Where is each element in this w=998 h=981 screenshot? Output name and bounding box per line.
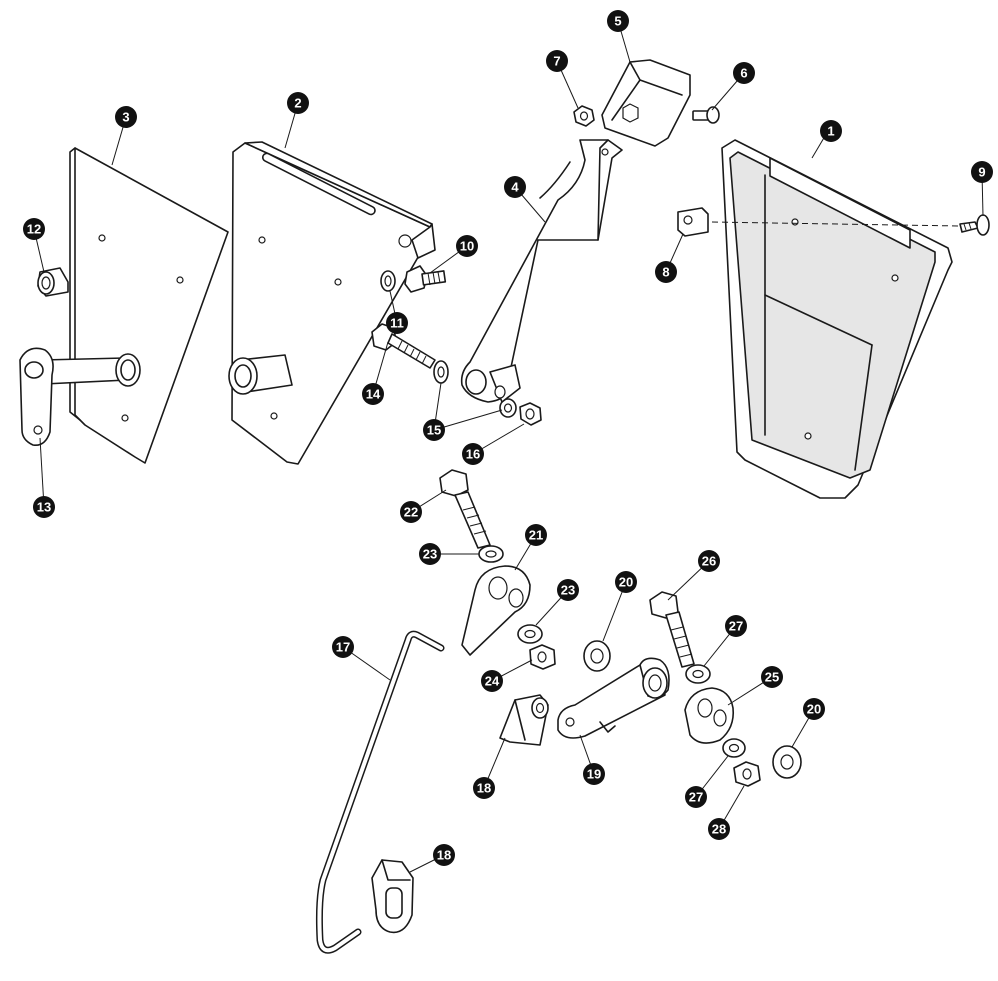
callout-6: 6 (733, 62, 755, 84)
part-13-lever-shaft (19, 347, 141, 447)
svg-text:2: 2 (294, 96, 301, 111)
part-12-sleeve (37, 267, 69, 297)
part-23-washers (478, 545, 543, 644)
callout-18-upper: 18 (473, 777, 495, 799)
part-25-clamp (684, 687, 735, 744)
svg-text:18: 18 (437, 848, 451, 863)
svg-text:20: 20 (619, 575, 633, 590)
part-19-lever-hub (557, 657, 670, 739)
svg-text:24: 24 (485, 674, 500, 689)
svg-text:27: 27 (729, 619, 743, 634)
part-5-knob (601, 59, 691, 147)
svg-text:3: 3 (122, 110, 129, 125)
part-27-washers (685, 664, 746, 758)
callout-2: 2 (287, 92, 309, 114)
callout-27-lower: 27 (685, 786, 707, 808)
svg-text:1: 1 (827, 124, 834, 139)
part-4-arm (460, 139, 623, 403)
callout-28: 28 (708, 818, 730, 840)
svg-text:8: 8 (662, 265, 669, 280)
svg-text:7: 7 (553, 54, 560, 69)
svg-text:11: 11 (390, 316, 404, 331)
callout-19: 19 (583, 763, 605, 785)
svg-text:14: 14 (366, 387, 381, 402)
callout-12: 12 (23, 218, 45, 240)
svg-text:19: 19 (587, 767, 601, 782)
callout-14: 14 (362, 383, 384, 405)
part-11-washer (380, 270, 396, 292)
callout-26: 26 (698, 550, 720, 572)
svg-text:16: 16 (466, 447, 480, 462)
svg-text:22: 22 (404, 505, 418, 520)
callout-13: 13 (33, 496, 55, 518)
callout-3: 3 (115, 106, 137, 128)
part-15-washers (433, 360, 517, 418)
svg-text:23: 23 (423, 547, 437, 562)
part-22-bolt (439, 469, 491, 549)
callout-9: 9 (971, 161, 993, 183)
callout-20-left: 20 (615, 571, 637, 593)
callout-23-right: 23 (557, 579, 579, 601)
callout-4: 4 (504, 176, 526, 198)
callout-8: 8 (655, 261, 677, 283)
part-20-washers (583, 640, 802, 779)
part-18-clip-upper (499, 694, 549, 746)
part-1-cover (721, 139, 953, 499)
part-9-screw (959, 214, 990, 236)
svg-text:26: 26 (702, 554, 716, 569)
callout-22: 22 (400, 501, 422, 523)
svg-text:17: 17 (336, 640, 350, 655)
svg-text:18: 18 (477, 781, 491, 796)
svg-text:27: 27 (689, 790, 703, 805)
callout-20-right: 20 (803, 698, 825, 720)
part-28-nut (733, 761, 761, 787)
svg-text:20: 20 (807, 702, 821, 717)
part-8-clip (677, 207, 709, 237)
callout-23-left: 23 (419, 543, 441, 565)
part-2-bracket (228, 141, 436, 465)
svg-text:12: 12 (27, 222, 41, 237)
part-10-bolt (404, 265, 447, 293)
part-24-nut (529, 644, 556, 670)
svg-text:10: 10 (460, 239, 474, 254)
callout-16: 16 (462, 443, 484, 465)
alignment-line (711, 221, 961, 227)
callout-24: 24 (481, 670, 503, 692)
part-3-plate (69, 147, 229, 464)
svg-text:28: 28 (712, 822, 726, 837)
svg-text:4: 4 (511, 180, 519, 195)
callout-18-lower: 18 (433, 844, 455, 866)
svg-text:15: 15 (427, 423, 441, 438)
callout-7: 7 (546, 50, 568, 72)
callout-5: 5 (607, 10, 629, 32)
callout-1: 1 (820, 120, 842, 142)
callout-11: 11 (386, 312, 408, 334)
callout-27-upper: 27 (725, 615, 747, 637)
part-7-nut (573, 105, 595, 127)
part-16-nut (519, 402, 542, 426)
part-17-rod (315, 630, 445, 954)
part-26-bolt (649, 591, 695, 668)
callout-17: 17 (332, 636, 354, 658)
callout-21: 21 (525, 524, 547, 546)
part-18-clip-lower (371, 859, 414, 934)
svg-text:25: 25 (765, 670, 779, 685)
callout-15: 15 (423, 419, 445, 441)
part-21-lever-clamp (461, 565, 531, 656)
svg-text:23: 23 (561, 583, 575, 598)
svg-text:5: 5 (614, 14, 621, 29)
svg-text:13: 13 (37, 500, 51, 515)
svg-text:9: 9 (978, 165, 985, 180)
part-6-screw (692, 106, 720, 124)
callout-10: 10 (456, 235, 478, 257)
svg-text:6: 6 (740, 66, 747, 81)
svg-text:21: 21 (529, 528, 543, 543)
callout-25: 25 (761, 666, 783, 688)
